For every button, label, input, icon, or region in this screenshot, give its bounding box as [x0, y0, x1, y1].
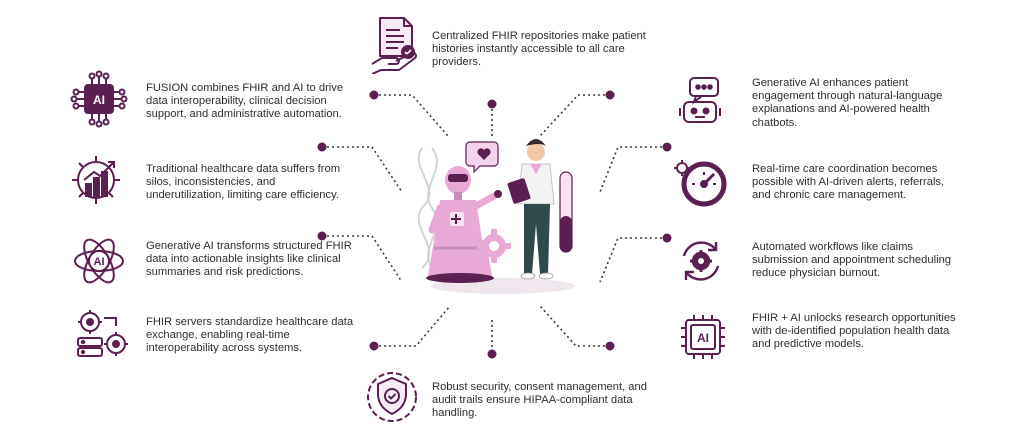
ai-atom-icon: AI [72, 234, 126, 288]
connector-dot-left-3 [317, 231, 327, 241]
connector-dot-right-1 [605, 90, 615, 100]
svg-text:AI: AI [93, 93, 105, 107]
connector-dot-right-3 [662, 233, 672, 243]
text-right-4: FHIR + AI unlocks research opportunities… [752, 312, 956, 351]
connector-dot-right-2 [662, 142, 672, 152]
connector-dot-top [487, 99, 497, 109]
chatbot-icon [676, 74, 728, 126]
connector-dot-left-4 [369, 341, 379, 351]
text-right-2: Real-time care coordination becomes poss… [752, 163, 945, 202]
text-left-4: FHIR servers standardize healthcare data… [146, 316, 354, 355]
text-top: Centralized FHIR repositories make patie… [432, 30, 646, 69]
svg-text:AI: AI [94, 256, 105, 268]
svg-text:AI: AI [697, 331, 709, 345]
server-gears-icon [70, 308, 130, 360]
gear-cycle-icon [676, 238, 726, 284]
speedometer-icon [674, 158, 730, 208]
connector-dot-left-2 [317, 142, 327, 152]
robot-doctor-illustration [418, 128, 588, 296]
text-right-3: Automated workflows like claims submissi… [752, 241, 952, 280]
ai-processor-icon: AI [676, 312, 730, 362]
connector-dot-bottom [487, 349, 497, 359]
ai-chip-icon: AI [70, 70, 128, 128]
gear-growth-chart-icon [70, 152, 128, 208]
text-left-1: FUSION combines FHIR and AI to drive dat… [146, 82, 344, 121]
document-hand-icon [370, 14, 422, 74]
shield-check-gear-icon [364, 370, 420, 424]
text-left-3: Generative AI transforms structured FHIR… [146, 240, 352, 279]
text-right-1: Generative AI enhances patient engagemen… [752, 77, 943, 129]
connector-dot-right-4 [605, 341, 615, 351]
text-bottom: Robust security, consent management, and… [432, 381, 647, 420]
text-left-2: Traditional healthcare data suffers from… [146, 163, 341, 202]
connector-dot-left-1 [369, 90, 379, 100]
